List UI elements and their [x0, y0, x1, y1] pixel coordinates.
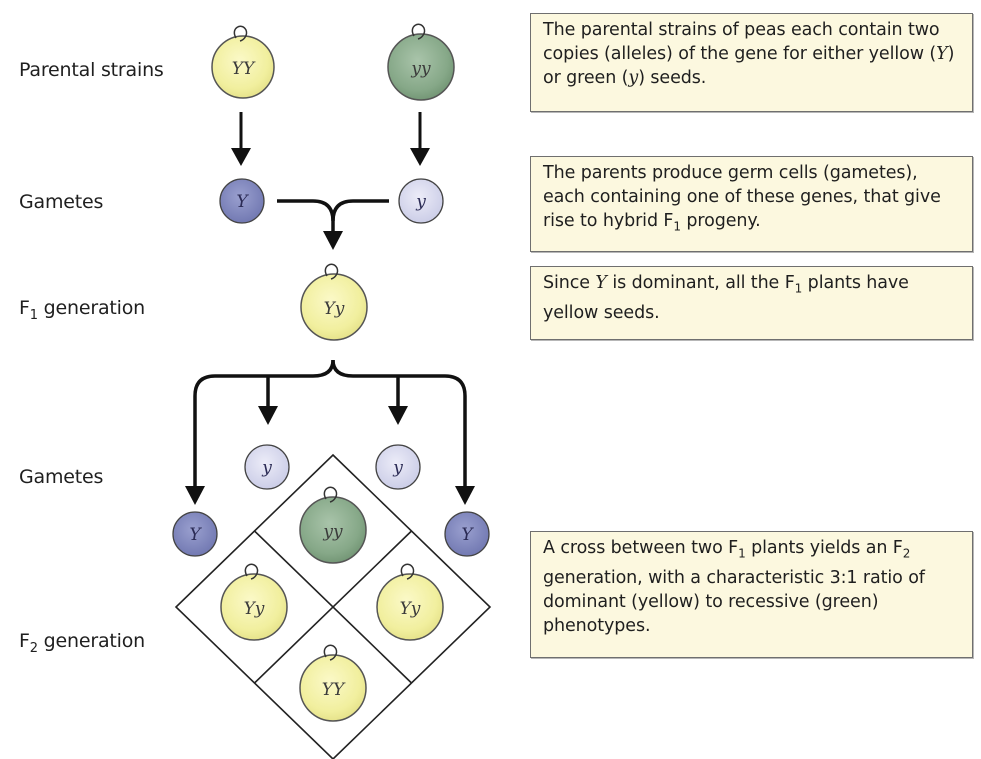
pea-f2-right-label: Yy — [400, 599, 421, 619]
gamete-bottom-left-inner: y — [244, 444, 290, 490]
f1-split-arrows — [193, 359, 467, 488]
pea-f2-bottom: YY — [299, 644, 367, 722]
gamete-top-dominant: Y — [219, 178, 265, 224]
row-label-parental-strains: Parental strains — [19, 59, 164, 81]
gamete-bottom-left-inner-label: y — [261, 458, 272, 478]
f2-prefix: F — [19, 630, 30, 652]
row-label-f1-generation: F1 generation — [19, 297, 145, 323]
gamete-top-recessive-label: y — [415, 192, 426, 212]
note3-sub: 1 — [794, 281, 803, 296]
pea-f1-label: Yy — [324, 299, 345, 319]
gamete-bottom-left-outer-label: Y — [189, 525, 202, 545]
row-label-gametes-top: Gametes — [19, 191, 104, 213]
note-parental-strains: The parental strains of peas each contai… — [530, 13, 973, 112]
note4-text-a: A cross between two F — [543, 538, 739, 558]
parent-to-gamete-arrows — [231, 112, 430, 166]
pea-f1: Yy — [300, 263, 368, 341]
note1-text-a: The parental strains of peas each contai… — [543, 20, 940, 64]
f1-sub: 1 — [29, 307, 38, 323]
f1-suffix: generation — [37, 297, 146, 319]
note1-allele-dominant: Y — [936, 44, 948, 64]
note2-sub: 1 — [673, 219, 681, 234]
note1-text-c: ) seeds. — [638, 68, 707, 88]
f2-suffix: generation — [37, 630, 146, 652]
pea-parent-green-label: yy — [410, 59, 431, 79]
pea-parent-green: yy — [387, 23, 455, 101]
pea-f2-left: Yy — [220, 563, 288, 641]
pea-parent-yellow-label: YY — [232, 59, 256, 79]
pea-f2-right: Yy — [376, 563, 444, 641]
pea-f2-top: yy — [299, 486, 367, 564]
f1-arrowhead — [323, 231, 343, 250]
note-gametes: The parents produce germ cells (gametes)… — [530, 156, 973, 252]
gamete-top-recessive: y — [398, 178, 444, 224]
gamete-bottom-right-inner-label: y — [392, 458, 403, 478]
note4-text-c: generation, with a characteristic 3:1 ra… — [543, 567, 925, 636]
gamete-top-dominant-label: Y — [236, 192, 249, 212]
note3-text-b: is dominant, all the F — [606, 273, 795, 293]
note4-text-b: plants yields an F — [745, 538, 903, 558]
note4-sub1: 1 — [738, 546, 746, 561]
pea-f2-left-label: Yy — [244, 599, 265, 619]
gamete-merge-arrow — [277, 199, 389, 232]
row-label-f2-generation: F2 generation — [19, 630, 145, 656]
f2-sub: 2 — [29, 640, 38, 656]
note-f1: Since Y is dominant, all the F1 plants h… — [530, 266, 973, 340]
note2-text-a: The parents produce germ cells (gametes)… — [543, 163, 941, 231]
note3-text-c: plants have yellow seeds. — [543, 273, 909, 323]
note3-text-a: Since — [543, 273, 596, 293]
pea-f2-bottom-label: YY — [322, 680, 346, 700]
note3-allele-dominant: Y — [595, 273, 607, 293]
pea-f2-top-label: yy — [322, 522, 343, 542]
gamete-bottom-right-inner: y — [375, 444, 421, 490]
gamete-bottom-right-outer-label: Y — [461, 525, 474, 545]
gamete-bottom-left-outer: Y — [172, 511, 218, 557]
note4-sub2: 2 — [902, 546, 911, 561]
pea-parent-yellow: YY — [211, 25, 275, 99]
note2-text-b: progeny. — [680, 211, 761, 231]
gamete-bottom-right-outer: Y — [444, 511, 490, 557]
note1-allele-recessive: y — [628, 68, 639, 88]
f1-prefix: F — [19, 297, 30, 319]
row-label-gametes-bottom: Gametes — [19, 466, 104, 488]
punnett-square — [174, 453, 492, 759]
note1-text-b: ) or green ( — [543, 44, 955, 88]
f1-split-arrowheads — [185, 406, 475, 505]
note-f2: A cross between two F1 plants yields an … — [530, 531, 973, 658]
